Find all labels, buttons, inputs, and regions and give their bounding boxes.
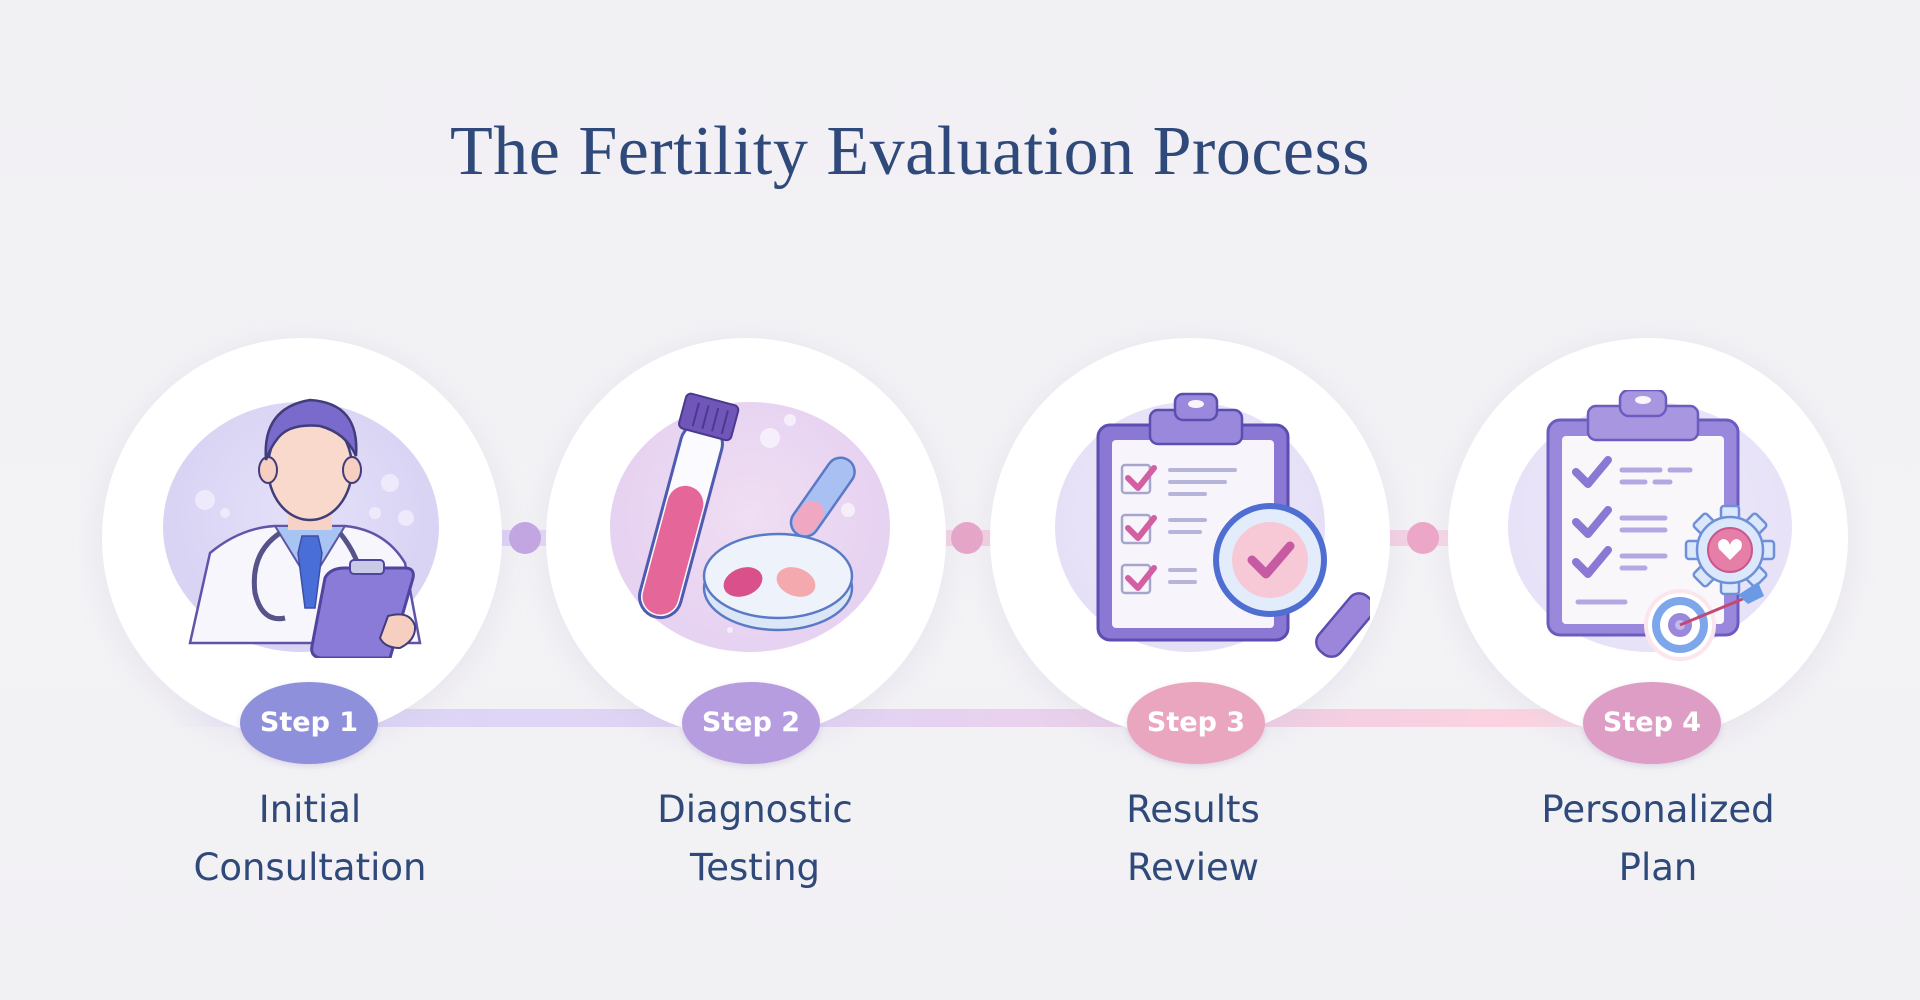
page-title: The Fertility Evaluation Process [450,113,1370,190]
step-1-label: Initial Consultation [130,781,490,897]
timeline-track [170,709,1710,727]
step-3-badge: Step 3 [1127,682,1265,764]
step-1-label-line2: Consultation [193,846,427,889]
step-1-badge: Step 1 [240,682,378,764]
step-2-label-line2: Testing [689,846,821,889]
connector-dot-2 [951,522,983,554]
step-3-label: Results Review [1013,781,1373,897]
clipboard-magnifier-check-icon [1096,392,1370,658]
connector-dot-3 [1407,522,1439,554]
step-4-badge: Step 4 [1583,682,1721,764]
step-4-label: Personalized Plan [1478,781,1838,897]
connector-dot-1 [509,522,541,554]
step-3-label-line1: Results [1126,788,1260,831]
test-tube-petri-dish-icon [638,392,856,633]
step-2-label-line1: Diagnostic [657,788,853,831]
step-1-label-line1: Initial [258,788,362,831]
step-4-label-line1: Personalized [1541,788,1775,831]
step-3-label-line2: Review [1126,846,1259,889]
step-4-label-line2: Plan [1618,846,1698,889]
step-2-label: Diagnostic Testing [575,781,935,897]
doctor-with-clipboard-icon [188,398,422,658]
step-2-badge: Step 2 [682,682,820,764]
clipboard-gear-heart-target-icon [1546,390,1776,661]
